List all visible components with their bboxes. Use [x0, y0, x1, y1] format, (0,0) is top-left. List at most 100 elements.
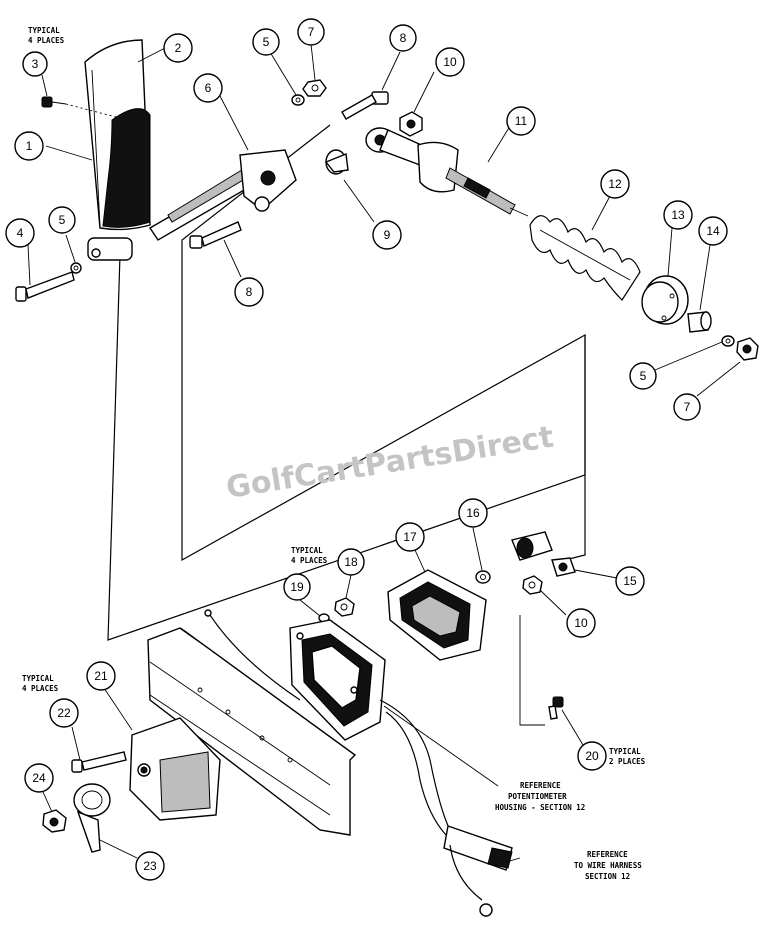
svg-text:18: 18 [344, 555, 358, 569]
spring-12 [529, 215, 641, 301]
svg-text:TYPICAL: TYPICAL [609, 747, 641, 756]
linkage-arm-6 [149, 149, 297, 241]
svg-text:4 PLACES: 4 PLACES [22, 684, 59, 693]
spring-cap-13 [641, 275, 689, 325]
svg-text:REFERENCE: REFERENCE [520, 781, 561, 790]
nut-18 [334, 597, 355, 617]
svg-text:16: 16 [466, 506, 480, 520]
callout-7b: 7 [673, 393, 701, 421]
svg-text:11: 11 [515, 114, 528, 128]
callout-22: 22 [49, 698, 79, 728]
svg-text:8: 8 [400, 31, 407, 45]
svg-text:4 PLACES: 4 PLACES [291, 556, 328, 565]
callout-16: 16 [458, 498, 488, 528]
callout-8b: 8 [234, 277, 264, 307]
accelerator-pedal [84, 39, 151, 261]
callout-5b: 5 [252, 28, 280, 56]
mounting-frame [147, 627, 357, 836]
screw-3 [41, 96, 121, 119]
svg-text:15: 15 [623, 574, 637, 588]
note-typical-4-places-top: TYPICAL 4 PLACES [28, 26, 65, 45]
nut-7-right [736, 337, 759, 361]
svg-text:12: 12 [608, 177, 622, 191]
svg-text:23: 23 [143, 859, 157, 873]
svg-text:8: 8 [246, 285, 253, 299]
note-reference-potentiometer: REFERENCE POTENTIOMETER HOUSING - SECTIO… [495, 781, 585, 812]
note-typical-4-places-left: TYPICAL 4 PLACES [22, 674, 59, 693]
svg-text:20: 20 [585, 749, 599, 763]
callout-5c: 5 [629, 362, 657, 390]
callout-10b: 10 [566, 608, 596, 638]
svg-text:4: 4 [17, 226, 24, 240]
washer-16 [475, 570, 491, 584]
callout-21: 21 [86, 661, 116, 691]
svg-text:REFERENCE: REFERENCE [587, 850, 628, 859]
bolt-4 [15, 262, 82, 302]
svg-text:3: 3 [32, 57, 39, 71]
svg-text:24: 24 [32, 771, 46, 785]
spacer-9 [324, 149, 349, 175]
svg-text:7: 7 [308, 25, 315, 39]
svg-text:TYPICAL: TYPICAL [22, 674, 54, 683]
callout-15: 15 [615, 566, 645, 596]
bracket-21 [129, 717, 221, 821]
svg-text:2: 2 [175, 41, 182, 55]
svg-text:SECTION 12: SECTION 12 [585, 872, 630, 881]
note-typical-2-places: TYPICAL 2 PLACES [609, 747, 646, 766]
callout-1: 1 [14, 131, 44, 161]
svg-text:TYPICAL: TYPICAL [291, 546, 323, 555]
svg-text:10: 10 [443, 55, 457, 69]
svg-text:POTENTIOMETER: POTENTIOMETER [508, 792, 567, 801]
svg-text:TO WIRE HARNESS: TO WIRE HARNESS [574, 861, 642, 870]
svg-text:HOUSING - SECTION 12: HOUSING - SECTION 12 [495, 803, 585, 812]
spring-rod-11 [365, 127, 529, 217]
svg-text:10: 10 [574, 616, 588, 630]
nut-7-top [302, 79, 327, 97]
callout-20: 20 [577, 741, 607, 771]
svg-text:TYPICAL: TYPICAL [28, 26, 60, 35]
spacer-14 [687, 311, 712, 333]
svg-text:4 PLACES: 4 PLACES [28, 36, 65, 45]
potentiometer-housing [289, 619, 386, 741]
svg-text:6: 6 [205, 81, 212, 95]
washer-5-top [291, 94, 305, 106]
washer-5-right [721, 335, 735, 347]
clamp-23 [73, 783, 111, 853]
callout-12: 12 [600, 169, 630, 199]
svg-text:19: 19 [290, 580, 304, 594]
svg-text:5: 5 [59, 213, 66, 227]
callout-8a: 8 [389, 24, 417, 52]
bolt-8-top [341, 91, 389, 120]
callout-9: 9 [372, 220, 402, 250]
bolt-8-lower [189, 221, 242, 249]
svg-text:1: 1 [26, 139, 33, 153]
nut-24 [42, 809, 67, 833]
callout-14: 14 [698, 216, 728, 246]
linkage-outline [107, 124, 586, 726]
callout-2: 2 [163, 33, 193, 63]
callout-13: 13 [663, 200, 693, 230]
svg-text:21: 21 [94, 669, 108, 683]
svg-text:5: 5 [263, 35, 270, 49]
callout-23: 23 [135, 851, 165, 881]
callout-7a: 7 [297, 18, 325, 46]
note-reference-wire-harness: REFERENCE TO WIRE HARNESS SECTION 12 [574, 850, 642, 881]
svg-text:7: 7 [684, 400, 691, 414]
callout-10a: 10 [435, 47, 465, 77]
leader-lines [27, 43, 741, 863]
note-typical-4-places-mid: TYPICAL 4 PLACES [291, 546, 328, 565]
callout-19: 19 [283, 573, 311, 601]
svg-text:17: 17 [403, 530, 417, 544]
bracket-15 [511, 531, 576, 577]
callout-5a: 5 [48, 206, 76, 234]
svg-text:22: 22 [57, 706, 71, 720]
screw-20 [548, 696, 564, 720]
callout-17: 17 [395, 522, 425, 552]
cover-17 [387, 569, 487, 661]
svg-text:5: 5 [640, 369, 647, 383]
watermark: GolfCartPartsDirect [224, 420, 556, 506]
bolt-22 [71, 751, 127, 773]
nut-10-top [399, 111, 423, 137]
callout-11: 11 [506, 106, 536, 136]
